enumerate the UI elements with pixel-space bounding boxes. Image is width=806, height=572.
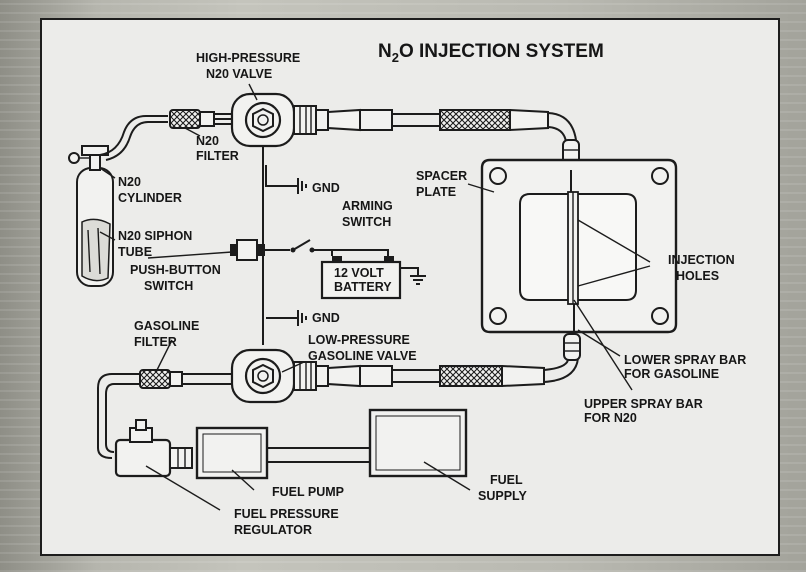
label-siphon-2: TUBE (118, 245, 152, 259)
label-fuel-supply-1: FUEL (490, 473, 523, 487)
ground-symbol-top (297, 178, 307, 194)
label-gnd-top: GND (312, 181, 340, 195)
diagram-title: N2O INJECTION SYSTEM (378, 41, 604, 65)
label-fuel-pump: FUEL PUMP (272, 485, 344, 499)
label-battery-2: BATTERY (334, 280, 392, 294)
label-arming-1: ARMING (342, 199, 393, 213)
label-push-2: SWITCH (144, 279, 193, 293)
label-battery-1: 12 VOLT (334, 266, 384, 280)
low-pressure-gasoline-valve (230, 348, 361, 404)
label-upper-bar-2: FOR N20 (584, 411, 637, 425)
label-fuel-supply-2: SUPPLY (478, 489, 528, 503)
label-cylinder-1: N20 (118, 175, 141, 189)
fuel-pump (195, 426, 269, 480)
label-gas-filter-1: GASOLINE (134, 319, 199, 333)
fuel-supply-tank (368, 408, 468, 478)
spacer-plate (480, 158, 678, 334)
high-pressure-n2o-valve (230, 92, 361, 148)
label-low-pressure-1: LOW-PRESSURE (308, 333, 410, 347)
label-lower-bar-1: LOWER SPRAY BAR (624, 353, 746, 367)
fuel-pressure-regulator (114, 419, 193, 478)
n2o-filter (169, 109, 232, 129)
label-siphon-1: N20 SIPHON (118, 229, 192, 243)
label-injection-1: INJECTION (668, 253, 735, 267)
gasoline-braided-hose (359, 333, 581, 388)
label-spacer-1: SPACER (416, 169, 467, 183)
arming-switch (290, 239, 315, 253)
gasoline-filter (139, 369, 183, 389)
label-cylinder-2: CYLINDER (118, 191, 182, 205)
battery-12-volt (320, 256, 426, 300)
label-arming-2: SWITCH (342, 215, 391, 229)
label-regulator-2: REGULATOR (234, 523, 312, 537)
label-n2o-filter-2: FILTER (196, 149, 239, 163)
label-low-pressure-2: GASOLINE VALVE (308, 349, 417, 363)
push-button-switch (230, 239, 265, 261)
label-push-1: PUSH-BUTTON (130, 263, 221, 277)
label-spacer-2: PLATE (416, 185, 456, 199)
label-high-pressure-2: N20 VALVE (206, 67, 272, 81)
label-regulator-1: FUEL PRESSURE (234, 507, 339, 521)
n2o-cylinder (68, 145, 114, 287)
leader-lines (99, 83, 651, 511)
ground-symbol-mid (297, 310, 307, 326)
label-upper-bar-1: UPPER SPRAY BAR (584, 397, 703, 411)
label-injection-2: HOLES (676, 269, 719, 283)
label-gas-filter-2: FILTER (134, 335, 177, 349)
label-n2o-filter-1: N20 (196, 134, 219, 148)
label-lower-bar-2: FOR GASOLINE (624, 367, 719, 381)
label-high-pressure-1: HIGH-PRESSURE (196, 51, 300, 65)
label-gnd-mid: GND (312, 311, 340, 325)
